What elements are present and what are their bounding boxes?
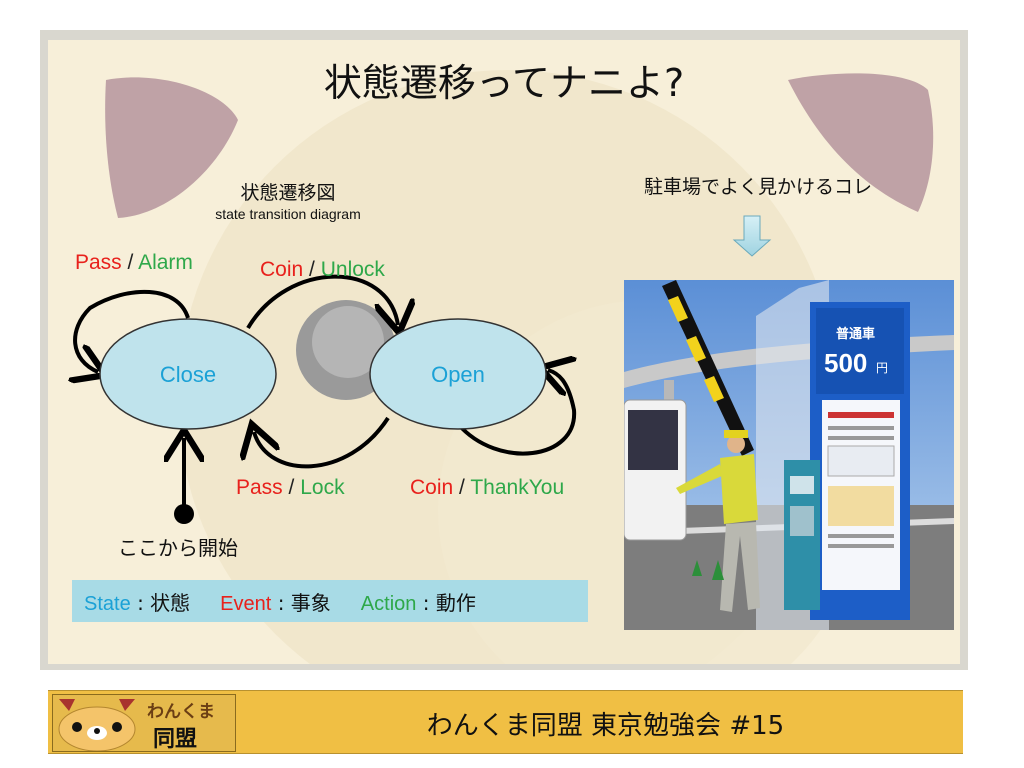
legend-event: Event : 事象	[220, 587, 331, 616]
label-open-to-close: Pass / Lock	[236, 476, 345, 500]
footer-title: わんくま同盟 東京勉強会 #15	[426, 711, 785, 741]
legend-action-value: 動作	[435, 590, 476, 615]
start-label: ここから開始	[118, 536, 238, 560]
logo-text-bottom: 同盟	[153, 727, 198, 752]
event-coin: Coin	[260, 258, 304, 281]
slide-frame: 状態遷移ってナニよ? 状態遷移図 state transition diagra…	[40, 30, 968, 670]
state-close-label: Close	[160, 362, 216, 387]
label-close-self: Pass / Alarm	[75, 251, 193, 275]
separator: /	[127, 251, 134, 274]
event-coin: Coin	[410, 476, 454, 499]
wankuma-logo: わんくま 同盟	[52, 694, 236, 752]
separator: /	[288, 476, 295, 499]
legend-colon: :	[137, 590, 144, 615]
parking-gate-illustration: 普通車 500 円	[624, 280, 954, 630]
logo-text-top: わんくま	[147, 702, 215, 722]
action-unlock: Unlock	[320, 258, 385, 281]
label-close-to-open: Coin / Unlock	[260, 258, 385, 282]
state-open-label: Open	[431, 362, 485, 387]
arrow-close-self	[75, 289, 190, 372]
arrow-open-to-close	[254, 416, 390, 469]
down-arrow-icon	[732, 215, 772, 257]
state-close	[99, 318, 277, 430]
diagram-title: 状態遷移図	[240, 182, 336, 204]
action-alarm: Alarm	[138, 251, 193, 274]
slide-title: 状態遷移ってナニよ?	[323, 61, 685, 105]
legend-action-key: Action	[360, 592, 417, 615]
legend: State : 状態 Event : 事象 Action : 動作	[72, 580, 588, 622]
legend-event-value: 事象	[290, 590, 331, 615]
arrow-close-to-open	[246, 274, 398, 328]
legend-state-value: 状態	[150, 590, 191, 615]
bear-face-icon	[58, 699, 136, 751]
legend-event-key: Event	[220, 592, 272, 615]
legend-action: Action : 動作	[361, 587, 476, 616]
legend-colon: :	[422, 590, 430, 615]
sign-unit: 円	[876, 361, 888, 375]
action-lock: Lock	[300, 476, 345, 499]
event-pass: Pass	[236, 476, 283, 499]
parking-gate-photo: 普通車 500 円	[624, 280, 954, 630]
footer-bar: わんくま 同盟 わんくま同盟 東京勉強会 #15	[48, 690, 963, 754]
start-point-icon	[174, 504, 194, 524]
state-open	[369, 318, 547, 430]
event-pass: Pass	[75, 251, 122, 274]
separator: /	[459, 476, 465, 499]
sign-title: 普通車	[836, 326, 875, 342]
label-open-self: Coin / ThankYou	[410, 476, 564, 500]
slide-content: 状態遷移ってナニよ? 状態遷移図 state transition diagra…	[48, 40, 960, 664]
legend-state-key: State	[84, 592, 131, 615]
state-diagram: Close Open	[48, 215, 772, 524]
arrow-open-self	[456, 370, 574, 456]
action-thankyou: ThankYou	[470, 476, 565, 499]
diagram-subtitle: state transition diagram	[215, 206, 361, 222]
sign-price: 500	[824, 348, 867, 378]
separator: /	[309, 258, 315, 281]
legend-colon: :	[277, 590, 285, 615]
photo-caption: 駐車場でよく見かけるコレ	[643, 176, 872, 198]
legend-state: State : 状態	[84, 587, 190, 616]
